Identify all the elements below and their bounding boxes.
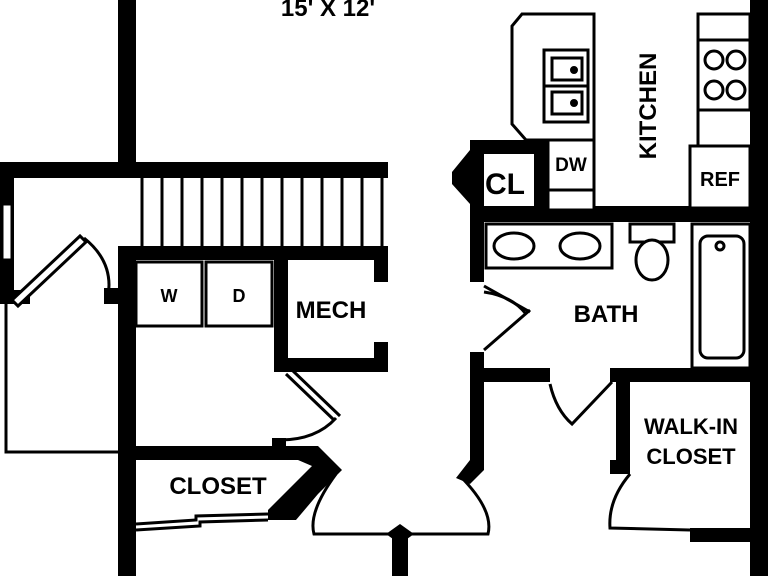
kitchen-fixtures xyxy=(510,12,752,212)
interior-doors xyxy=(483,284,691,532)
wall-lower-left xyxy=(118,252,136,576)
wall-closet-top xyxy=(118,446,318,460)
wall-walkin-door-stub xyxy=(610,460,630,474)
bath-label: BATH xyxy=(574,301,639,328)
wall-cl-notch xyxy=(452,150,484,204)
walkin-label-line1: WALK-IN xyxy=(644,414,738,439)
dishwasher xyxy=(546,138,596,192)
room-dimension-label: 15' X 12' xyxy=(281,0,375,22)
walkin-label-line2: CLOSET xyxy=(646,444,736,469)
wall-entry-cap xyxy=(386,524,414,544)
mech-door xyxy=(279,368,342,442)
washer xyxy=(134,260,204,328)
wall-bath-top xyxy=(470,206,754,222)
wall-bath-bottom-left xyxy=(470,368,550,382)
wall-hall-angle xyxy=(456,460,484,484)
wall-mech-bottom xyxy=(274,358,388,372)
wall-hall-right xyxy=(470,368,484,464)
closet-fixtures xyxy=(135,512,269,532)
refrigerator xyxy=(688,144,752,210)
wall-walkin-bottom xyxy=(690,528,754,542)
closet-label: CLOSET xyxy=(169,473,267,500)
bath-fixtures xyxy=(484,222,752,370)
wall-walkin-left xyxy=(616,368,630,472)
wall-bath-left-top xyxy=(470,206,484,282)
wall-stair-top xyxy=(0,162,388,178)
sink-left xyxy=(492,231,536,261)
stairs xyxy=(140,178,384,246)
labels: 15' X 12' KITCHEN DW REF CL W D MECH BAT… xyxy=(161,0,741,500)
left-bay xyxy=(0,202,118,454)
wall-bath-bottom-right xyxy=(610,368,754,382)
wall-living-left xyxy=(118,0,136,170)
dishwasher-label: DW xyxy=(555,155,587,176)
dryer-label: D xyxy=(233,286,246,306)
mech-label: MECH xyxy=(296,297,367,324)
dryer xyxy=(204,260,274,328)
washer-dryer xyxy=(134,260,274,328)
refrigerator-label: REF xyxy=(700,169,740,191)
closet-small-label: CL xyxy=(485,168,525,201)
wall-mech-right-top xyxy=(374,246,388,282)
wall-mech-left xyxy=(274,246,288,372)
wall-closet-angle xyxy=(268,446,342,520)
wall-right-exterior xyxy=(750,0,768,576)
wall-stair-bottom xyxy=(118,246,388,260)
sink-right xyxy=(558,231,602,261)
wall-cl-top xyxy=(470,140,548,154)
entry-doors xyxy=(311,473,491,536)
wall-entry-stub xyxy=(392,534,408,576)
wall-dw-divider xyxy=(534,140,548,212)
wall-mech-right-bot xyxy=(374,342,388,372)
wall-closet-stub xyxy=(272,438,286,460)
toilet-bowl xyxy=(634,238,670,282)
kitchen-label: KITCHEN xyxy=(635,53,662,160)
washer-label: W xyxy=(161,286,178,306)
